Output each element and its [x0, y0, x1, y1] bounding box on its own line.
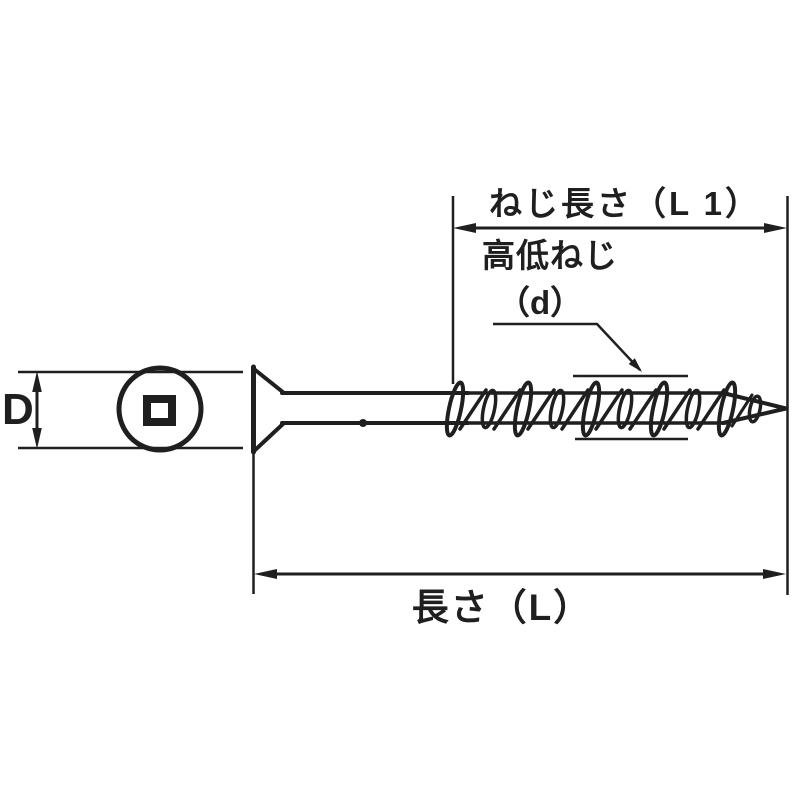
thread-flank-lines — [458, 388, 754, 431]
thread-length-dimension: ねじ長さ（L 1） — [451, 185, 789, 595]
high-low-thread-label: 高低ねじ — [482, 237, 618, 274]
high-low-thread-dia-label: （d） — [497, 284, 583, 321]
head-diameter-label: D — [2, 385, 34, 434]
high-thread-crests — [444, 380, 738, 438]
d-arrowhead-up — [32, 371, 42, 392]
screw-side-view — [251, 364, 788, 455]
overall-length-dimension: 長さ（L） — [252, 452, 786, 628]
leader-arrowhead — [628, 358, 642, 372]
head-outline-circle — [116, 365, 204, 453]
tip-cone-bottom — [721, 406, 788, 425]
head-taper-bottom — [252, 421, 286, 453]
high-low-thread-callout: 高低ねじ （d） — [482, 237, 688, 441]
head-front-view — [18, 365, 243, 453]
shank-surface-dot — [359, 419, 367, 427]
l1-arrowhead-right — [764, 223, 787, 233]
d-arrowhead-down — [32, 428, 42, 449]
leader-line — [493, 322, 641, 371]
l1-arrowhead-left — [453, 223, 476, 233]
overall-length-label: 長さ（L） — [412, 587, 593, 628]
thread-length-label: ねじ長さ（L 1） — [489, 185, 761, 222]
low-thread-crests — [480, 388, 763, 430]
l-arrowhead-right — [763, 569, 786, 579]
head-taper-top — [252, 367, 286, 395]
square-drive-recess — [143, 395, 176, 426]
l-arrowhead-left — [254, 569, 277, 579]
head-diameter-dimension: D — [2, 371, 42, 449]
